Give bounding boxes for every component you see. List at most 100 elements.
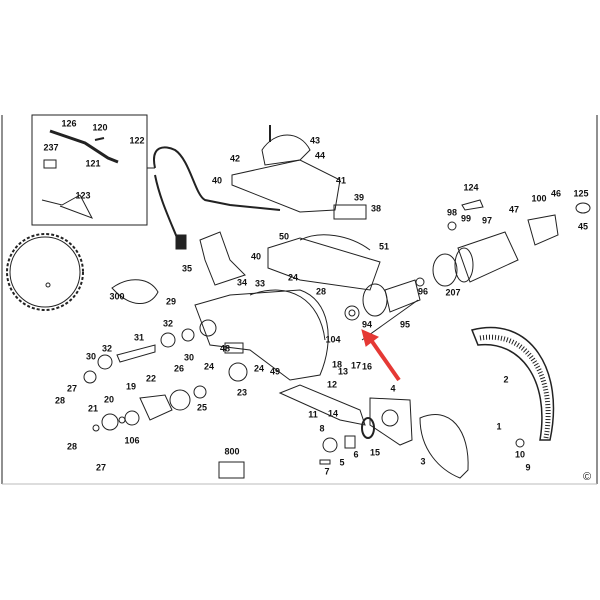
callout-label: 5 <box>339 457 345 468</box>
callout-label: 126 <box>61 118 77 129</box>
callout-label: 21 <box>87 403 99 414</box>
callout-label: 20 <box>103 394 115 405</box>
callout-label: 800 <box>224 446 240 457</box>
callout-label: 28 <box>54 395 66 406</box>
callout-label: 35 <box>181 263 193 274</box>
callout-label: 12 <box>326 379 338 390</box>
callout-label: 14 <box>327 408 339 419</box>
callout-label: 125 <box>573 188 589 199</box>
link-arm-11 <box>278 384 366 426</box>
callout-label: 26 <box>173 363 185 374</box>
callout-label: 23 <box>236 387 248 398</box>
callout-label: 123 <box>75 190 91 201</box>
callout-label: 24 <box>203 361 215 372</box>
blade-insert-300 <box>111 279 159 304</box>
callout-label: 22 <box>145 373 157 384</box>
motor-housing <box>447 199 591 283</box>
switch-housing <box>267 234 381 291</box>
accessory-800-box <box>218 461 245 479</box>
callout-label: 13 <box>337 366 349 377</box>
gearbox-parts <box>83 328 248 432</box>
blade-guard-3 <box>419 414 469 479</box>
callout-label: 121 <box>85 158 101 169</box>
callout-label: 120 <box>92 122 108 133</box>
callout-label: 100 <box>531 193 547 204</box>
callout-label: 24 <box>287 272 299 283</box>
callout-label: 51 <box>378 241 390 252</box>
spring-15 <box>361 417 375 439</box>
accessory-inset-box <box>31 114 155 226</box>
callout-label: 38 <box>370 203 382 214</box>
callout-label: 33 <box>254 278 266 289</box>
callout-label: 31 <box>133 332 145 343</box>
callout-label: 6 <box>353 449 359 460</box>
callout-label: 30 <box>85 351 97 362</box>
callout-label: 49 <box>269 366 281 377</box>
callout-label: 27 <box>66 383 78 394</box>
callout-label: 4 <box>390 383 396 394</box>
callout-label: 42 <box>229 153 241 164</box>
callout-label: 45 <box>577 221 589 232</box>
callout-label: 28 <box>66 441 78 452</box>
callout-label: 300 <box>109 291 125 302</box>
callout-label: 47 <box>508 204 520 215</box>
callout-label: 15 <box>369 447 381 458</box>
frame <box>1 115 598 485</box>
callout-label: 40 <box>250 251 262 262</box>
armature <box>344 279 421 341</box>
callout-label: 1 <box>496 421 502 432</box>
callout-label: 25 <box>196 402 208 413</box>
callout-label: 3 <box>420 456 426 467</box>
callout-label: 24 <box>253 363 265 374</box>
callout-label: 32 <box>101 343 113 354</box>
callout-label: 106 <box>124 435 140 446</box>
callout-label: 237 <box>43 142 59 153</box>
callout-label: 94 <box>361 319 373 330</box>
callout-label: 98 <box>446 207 458 218</box>
bearing-96 <box>415 277 425 287</box>
callout-label: 39 <box>353 192 365 203</box>
callout-label: 30 <box>183 352 195 363</box>
callout-label: 17 <box>350 360 362 371</box>
callout-label: 207 <box>445 287 461 298</box>
callout-label: 97 <box>481 215 493 226</box>
callout-label: 7 <box>324 466 330 477</box>
callout-label: 10 <box>514 449 526 460</box>
power-cord <box>153 146 281 211</box>
callout-label: 8 <box>319 423 325 434</box>
callout-label: 41 <box>335 175 347 186</box>
callout-label: 16 <box>361 361 373 372</box>
handle-assembly <box>231 125 367 220</box>
callout-label: 32 <box>162 318 174 329</box>
callout-label: 28 <box>315 286 327 297</box>
callout-label: 40 <box>211 175 223 186</box>
callout-label: 44 <box>314 150 326 161</box>
callout-label: 11 <box>308 409 318 420</box>
saw-blade <box>6 233 84 311</box>
dust-chute <box>199 231 246 286</box>
callout-label: 95 <box>399 319 411 330</box>
callout-label: 124 <box>463 182 479 193</box>
callout-label: 34 <box>236 277 248 288</box>
ring-207 <box>432 253 458 287</box>
callout-label: 96 <box>417 286 429 297</box>
callout-label: 50 <box>278 231 290 242</box>
copyright-mark: © <box>583 471 592 483</box>
plate-4 <box>369 397 413 446</box>
lower-blade-guard <box>470 326 555 441</box>
callout-label: 18 <box>331 359 343 370</box>
callout-label: 43 <box>309 135 321 146</box>
callout-label: 29 <box>165 296 177 307</box>
callout-label: 122 <box>129 135 145 146</box>
callout-label: 19 <box>125 381 137 392</box>
callout-label: 46 <box>550 188 562 199</box>
upper-guard <box>194 289 329 381</box>
callout-label: 9 <box>525 462 531 473</box>
callout-label: 104 <box>325 334 341 345</box>
callout-label: 99 <box>460 213 472 224</box>
callout-label: 48 <box>219 343 231 354</box>
callout-label: 2 <box>503 374 509 385</box>
callout-label: 27 <box>95 462 107 473</box>
